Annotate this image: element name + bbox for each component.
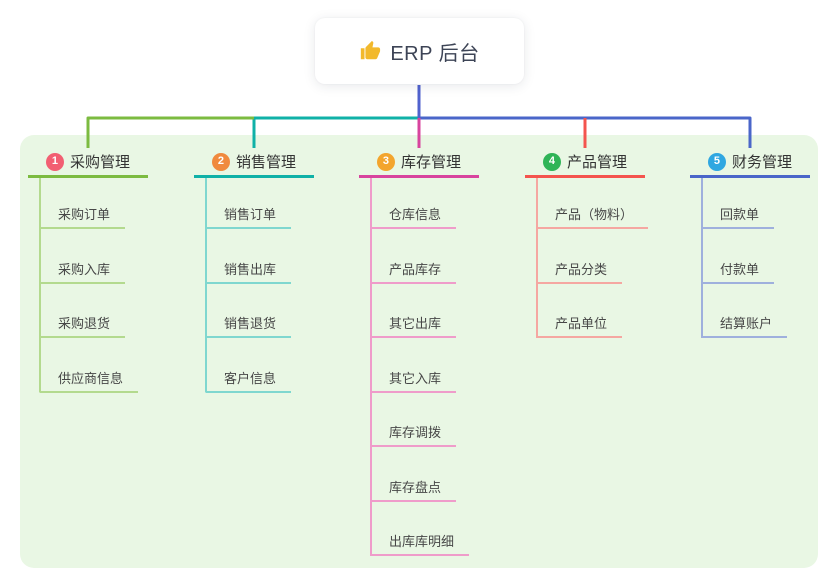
branch-number-badge: 3 [376,152,395,171]
thumbs-up-icon [361,40,381,60]
child-node[interactable]: 库存盘点 [371,470,457,502]
branch-title-label: 库存管理 [400,154,461,171]
child-node[interactable]: 其它出库 [371,306,457,338]
branch-number-badge: 4 [542,152,561,171]
child-node[interactable]: 采购入库 [40,252,126,284]
child-node[interactable]: 回款单 [702,197,775,229]
child-node[interactable]: 采购退货 [40,306,126,338]
child-node[interactable]: 供应商信息 [40,361,139,393]
branch-title-label: 销售管理 [235,154,296,171]
child-node[interactable]: 仓库信息 [371,197,457,229]
child-node[interactable]: 库存调拨 [371,415,457,447]
child-node[interactable]: 产品分类 [537,252,623,284]
child-node[interactable]: 结算账户 [702,306,788,338]
branches-panel [20,135,818,568]
branch-node-4[interactable]: 4 产品管理 [525,148,645,178]
child-node[interactable]: 销售出库 [206,252,292,284]
child-node[interactable]: 其它入库 [371,361,457,393]
child-node[interactable]: 产品库存 [371,252,457,284]
branch-node-3[interactable]: 3 库存管理 [359,148,479,178]
branch-number-badge: 5 [707,152,726,171]
child-node[interactable]: 采购订单 [40,197,126,229]
branch-node-2[interactable]: 2 销售管理 [194,148,314,178]
child-node[interactable]: 销售退货 [206,306,292,338]
child-node[interactable]: 产品（物料） [537,197,649,229]
root-node-erp-backend[interactable]: ERP 后台 [315,18,524,84]
child-node[interactable]: 产品单位 [537,306,623,338]
branch-node-1[interactable]: 1 采购管理 [28,148,148,178]
child-node[interactable]: 出库库明细 [371,524,470,556]
branch-title-label: 产品管理 [566,154,627,171]
branch-title-label: 财务管理 [731,154,792,171]
root-node-title: ERP 后台 [390,42,480,65]
branch-number-badge: 2 [211,152,230,171]
child-node[interactable]: 客户信息 [206,361,292,393]
branch-node-5[interactable]: 5 财务管理 [690,148,810,178]
child-node[interactable]: 付款单 [702,252,775,284]
branch-number-badge: 1 [45,152,64,171]
child-node[interactable]: 销售订单 [206,197,292,229]
branch-title-label: 采购管理 [69,154,130,171]
